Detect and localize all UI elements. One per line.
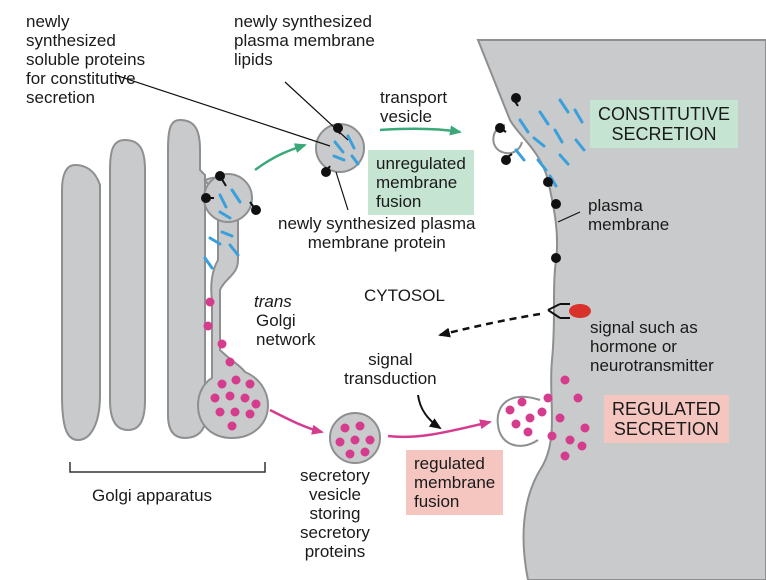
arrow-vesicle-to-membrane (379, 125, 462, 136)
label-unregulated-fusion: unregulated membrane fusion (368, 150, 474, 215)
label-golgi-network: Golgi network (256, 311, 316, 349)
label-transport-vesicle: transport vesicle (380, 88, 448, 126)
signal-molecule-icon (569, 304, 591, 318)
arrow-transduction (417, 394, 442, 430)
secretory-protein-dots (203, 297, 590, 461)
label-golgi-apparatus: Golgi apparatus (92, 486, 213, 505)
label-pm-lipids: newly synthesized plasma membrane lipids (234, 12, 375, 69)
label-signal-transduction: signal transduction (344, 350, 437, 388)
label-regulated-secretion: REGULATED SECRETION (604, 395, 729, 443)
label-soluble-proteins: newly synthesized soluble proteins for c… (26, 12, 146, 107)
receptor-icon (547, 303, 570, 319)
label-secretory-vesicle: secretory vesicle storing secretory prot… (300, 466, 370, 561)
arrow-vesicle-to-regulated (387, 419, 492, 439)
arrow-golgi-to-secretory-vesicle (269, 408, 324, 435)
label-trans: trans (254, 292, 292, 311)
arrow-golgi-to-vesicle (254, 143, 307, 172)
label-signal: signal such as hormone or neurotransmitt… (590, 318, 714, 375)
label-pm-protein: newly synthesized plasma membrane protei… (278, 214, 476, 252)
label-cytosol: CYTOSOL (364, 286, 445, 305)
golgi-bracket (69, 462, 266, 473)
lipid-marks (203, 98, 586, 270)
label-regulated-fusion: regulated membrane fusion (406, 450, 504, 515)
label-plasma-membrane: plasma membrane (588, 196, 670, 234)
arrow-signal-dashed (438, 312, 541, 338)
golgi-stack (61, 118, 270, 442)
leader-lines (114, 74, 581, 223)
label-constitutive-secretion: CONSTITUTIVE SECRETION (590, 100, 739, 148)
